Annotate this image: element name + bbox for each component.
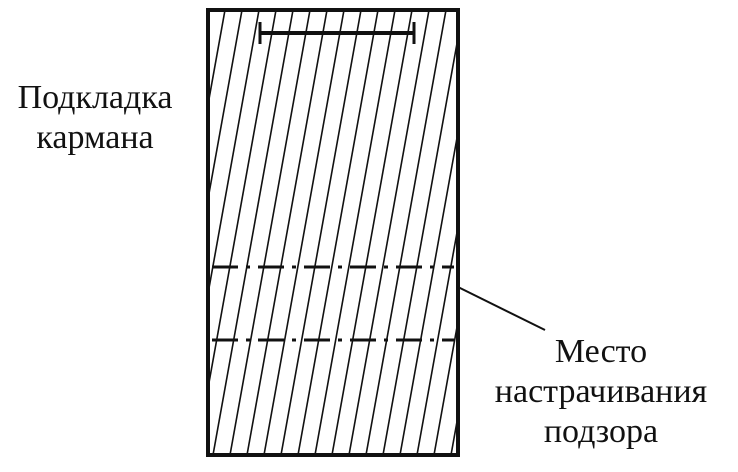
- hatch-line: [246, 10, 328, 455]
- pocket-lining-label-line2: кармана: [36, 119, 154, 156]
- hatch-line: [382, 33, 458, 455]
- hatch-line: [399, 127, 458, 455]
- hatch-line: [314, 10, 396, 455]
- diagonal-hatching: [111, 10, 458, 455]
- pocket-lining-label-line1: Подкладка: [17, 79, 173, 116]
- stitch-place-label: Место настрачивания подзора: [470, 332, 732, 452]
- hatch-line: [212, 10, 294, 455]
- hatch-line: [348, 10, 430, 455]
- pocket-lining-label: Подкладка кармана: [0, 78, 190, 158]
- hatch-line: [297, 10, 379, 455]
- hatch-line: [263, 10, 345, 455]
- hatch-line: [229, 10, 311, 455]
- hatch-line: [433, 316, 458, 455]
- hatch-line: [208, 10, 226, 110]
- stitch-place-label-line1: Место: [554, 333, 648, 370]
- stitch-place-label-line2: настрачивания: [494, 373, 708, 410]
- hatch-line: [208, 10, 243, 204]
- hatch-line: [208, 10, 209, 15]
- hatch-line: [208, 10, 260, 299]
- hatch-line: [111, 10, 191, 455]
- stitch-place-label-line3: подзора: [543, 413, 659, 450]
- pocket-lining-outline: [206, 8, 460, 457]
- hatch-line: [280, 10, 362, 455]
- hatch-line: [331, 10, 413, 455]
- hatch-line: [365, 10, 447, 455]
- pocket-opening-marker: [258, 22, 416, 44]
- leader-line: [457, 286, 546, 331]
